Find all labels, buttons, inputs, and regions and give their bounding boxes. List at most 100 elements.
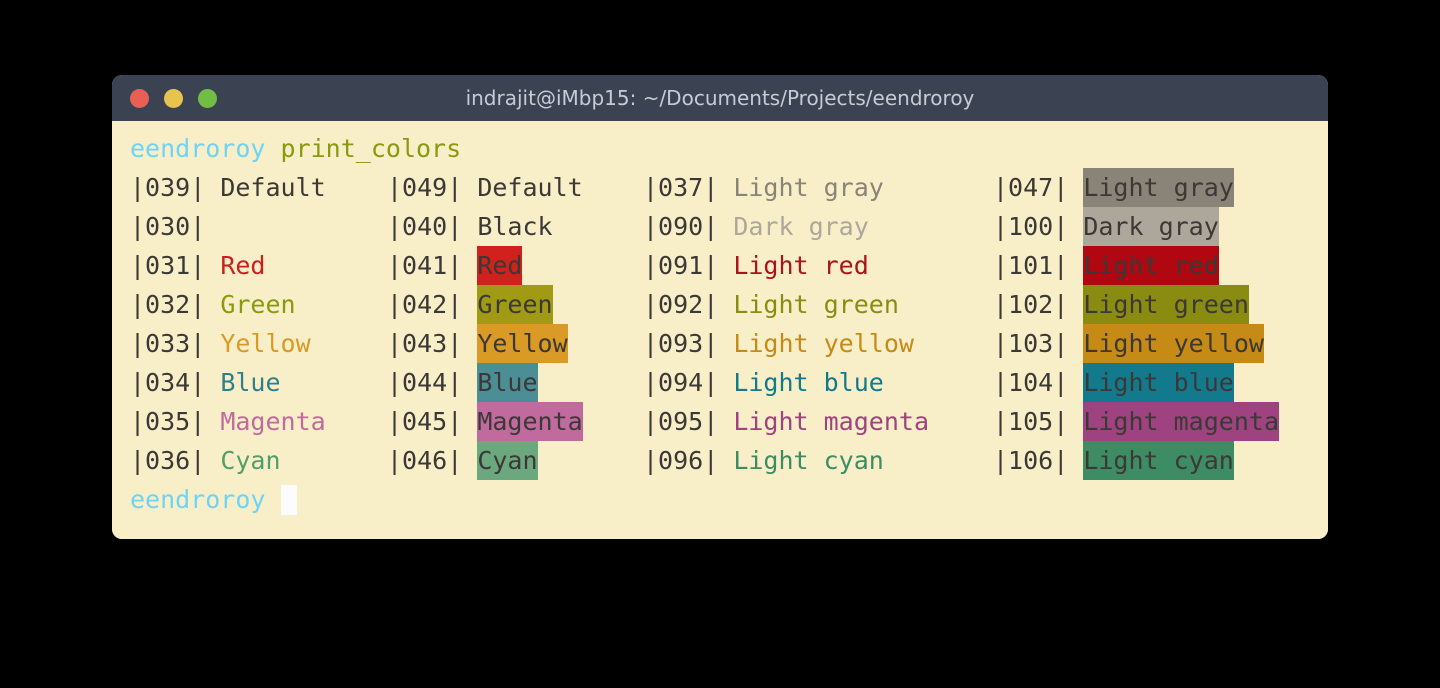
table-row: |030| |040| Black|090| Dark gray|100| Da… [130, 207, 1328, 246]
code-label-gap [1068, 168, 1083, 207]
color-label: Green [220, 290, 296, 319]
color-code: |105| [993, 407, 1069, 436]
color-table: |039| Default|049| Default|037| Light gr… [112, 168, 1328, 480]
color-label: Magenta [220, 407, 326, 436]
color-code: |095| [643, 407, 719, 436]
code-label-gap [205, 285, 220, 324]
code-label-gap [462, 363, 477, 402]
color-code: |033| [130, 329, 206, 358]
code-label-gap [462, 168, 477, 207]
table-row: |039| Default|049| Default|037| Light gr… [130, 168, 1328, 207]
window-title-bar[interactable]: indrajit@iMbp15: ~/Documents/Projects/ee… [112, 75, 1328, 121]
color-label: Blue [477, 363, 538, 402]
prompt-space-top [265, 129, 280, 168]
color-entry: |049| Default [387, 168, 643, 207]
prompt-user-top: eendroroy [130, 134, 266, 163]
color-entry: |094| Light blue [643, 363, 993, 402]
color-entry: |030| [130, 207, 387, 246]
code-label-gap [718, 285, 733, 324]
color-label: Red [477, 246, 523, 285]
color-entry: |043| Yellow [387, 324, 643, 363]
color-entry: |096| Light cyan [643, 441, 993, 480]
close-button-icon[interactable] [130, 88, 149, 108]
prompt-command-top: print_colors [280, 134, 462, 163]
code-label-gap [718, 402, 733, 441]
color-label: Light red [733, 251, 869, 280]
terminal-window: indrajit@iMbp15: ~/Documents/Projects/ee… [112, 75, 1328, 539]
code-label-gap [1068, 402, 1083, 441]
code-label-gap [462, 246, 477, 285]
color-label: Light green [1083, 285, 1249, 324]
color-entry: |103| Light yellow [993, 324, 1323, 363]
color-entry: |046| Cyan [387, 441, 643, 480]
code-label-gap [718, 246, 733, 285]
color-label: Light cyan [733, 446, 884, 475]
code-label-gap [462, 207, 477, 246]
color-label: Light blue [733, 368, 884, 397]
code-label-gap [205, 402, 220, 441]
code-label-gap [1068, 207, 1083, 246]
color-entry: |044| Blue [387, 363, 643, 402]
color-code: |040| [387, 212, 463, 241]
color-entry: |102| Light green [993, 285, 1323, 324]
color-entry: |039| Default [130, 168, 387, 207]
color-entry: |101| Light red [993, 246, 1323, 285]
color-label: Cyan [477, 441, 538, 480]
prompt-space-bottom [265, 480, 280, 519]
color-entry: |035| Magenta [130, 402, 387, 441]
color-code: |037| [643, 173, 719, 202]
color-code: |034| [130, 368, 206, 397]
color-code: |041| [387, 251, 463, 280]
color-label: Light magenta [733, 407, 929, 436]
color-code: |094| [643, 368, 719, 397]
color-code: |030| [130, 212, 206, 241]
color-entry: |105| Light magenta [993, 402, 1323, 441]
code-label-gap [1068, 246, 1083, 285]
color-code: |100| [993, 212, 1069, 241]
code-label-gap [1068, 441, 1083, 480]
color-entry: |106| Light cyan [993, 441, 1323, 480]
code-label-gap [205, 363, 220, 402]
maximize-button-icon[interactable] [198, 88, 217, 108]
terminal-body[interactable]: eendroroy print_colors |039| Default|049… [112, 121, 1328, 539]
color-label: Yellow [477, 324, 568, 363]
color-entry: |100| Dark gray [993, 207, 1323, 246]
color-label: Blue [220, 368, 281, 397]
code-label-gap [205, 207, 220, 246]
table-row: |031| Red|041| Red|091| Light red|101| L… [130, 246, 1328, 285]
color-entry: |095| Light magenta [643, 402, 993, 441]
color-code: |093| [643, 329, 719, 358]
color-code: |039| [130, 173, 206, 202]
code-label-gap [462, 324, 477, 363]
color-label: Light magenta [1083, 402, 1279, 441]
table-row: |033| Yellow|043| Yellow|093| Light yell… [130, 324, 1328, 363]
color-code: |096| [643, 446, 719, 475]
code-label-gap [1068, 285, 1083, 324]
color-label: Light cyan [1083, 441, 1234, 480]
code-label-gap [718, 363, 733, 402]
color-label: Light yellow [733, 329, 914, 358]
color-entry: |040| Black [387, 207, 643, 246]
color-entry: |093| Light yellow [643, 324, 993, 363]
code-label-gap [462, 402, 477, 441]
color-label: Green [477, 285, 553, 324]
code-label-gap [205, 168, 220, 207]
code-label-gap [1068, 324, 1083, 363]
code-label-gap [205, 246, 220, 285]
color-label: Light gray [1083, 168, 1234, 207]
color-label: Magenta [477, 402, 583, 441]
color-code: |032| [130, 290, 206, 319]
minimize-button-icon[interactable] [164, 88, 183, 108]
color-label: Red [220, 251, 266, 280]
color-entry: |032| Green [130, 285, 387, 324]
code-label-gap [462, 285, 477, 324]
text-cursor [280, 484, 297, 515]
color-code: |047| [993, 173, 1069, 202]
color-entry: |031| Red [130, 246, 387, 285]
color-code: |104| [993, 368, 1069, 397]
color-entry: |090| Dark gray [643, 207, 993, 246]
color-label: Cyan [220, 446, 281, 475]
color-code: |045| [387, 407, 463, 436]
color-code: |103| [993, 329, 1069, 358]
